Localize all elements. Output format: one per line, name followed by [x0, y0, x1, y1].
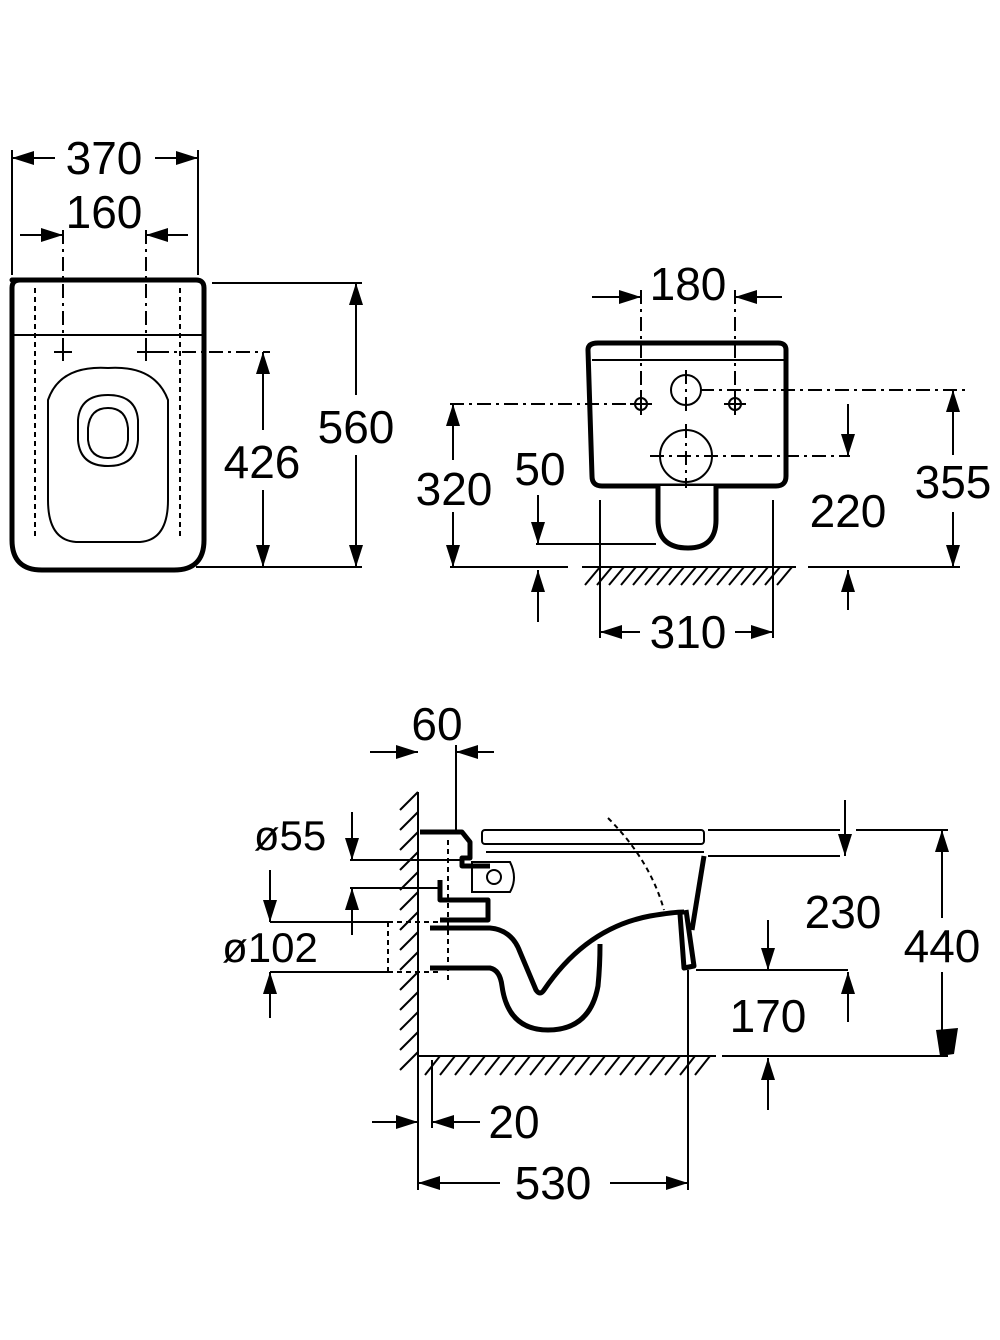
floor-hatch [424, 1055, 711, 1076]
dim-370: 370 [66, 132, 143, 184]
dim-160: 160 [66, 186, 143, 238]
top-view: 370 160 426 560 [9, 132, 395, 573]
seat-hinge [471, 861, 515, 893]
dim-d55: ø55 [254, 812, 326, 859]
wall-hatch [399, 791, 419, 1071]
dim-530: 530 [515, 1157, 592, 1209]
dim-560: 560 [318, 401, 395, 453]
dim-180: 180 [650, 258, 727, 310]
side-view: 60 ø55 ø102 230 440 170 2 [222, 698, 980, 1209]
dim-320: 320 [416, 463, 493, 515]
front-floor-hatch [584, 566, 793, 586]
seat-lid [481, 829, 705, 845]
front-view-outline [585, 340, 789, 489]
dim-440: 440 [904, 920, 981, 972]
dim-355: 355 [915, 456, 992, 508]
seat-outline [47, 366, 169, 543]
front-fixing-left [630, 393, 652, 415]
front-view: 180 320 50 220 355 310 [416, 258, 992, 658]
dim-170: 170 [730, 990, 807, 1042]
front-view-outlet [655, 486, 719, 551]
bowl-outline [77, 393, 139, 468]
fixing-hole-left [54, 343, 72, 361]
dim-220: 220 [810, 485, 887, 537]
top-view-outline [9, 277, 207, 573]
dim-d102: ø102 [222, 924, 318, 971]
dim-60: 60 [411, 698, 462, 750]
floor-mark [936, 1028, 958, 1056]
dim-50: 50 [514, 443, 565, 495]
dim-426: 426 [224, 436, 301, 488]
dim-230: 230 [805, 886, 882, 938]
dim-20: 20 [488, 1096, 539, 1148]
front-fixing-right [724, 393, 746, 415]
fixing-hole-right [137, 343, 155, 361]
bowl-profile [430, 909, 685, 996]
inlet-connector [420, 829, 490, 869]
dim-310: 310 [650, 606, 727, 658]
